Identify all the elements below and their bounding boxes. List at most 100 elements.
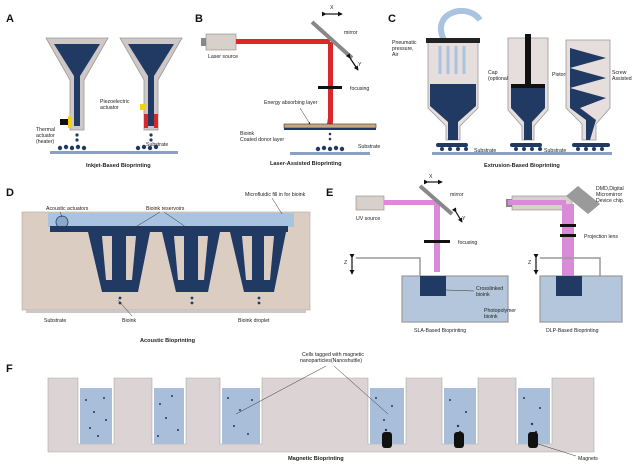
- substrate-c1-label: Substrate: [474, 148, 496, 154]
- syringe-piston: [507, 34, 549, 141]
- donor-layer: [283, 123, 377, 129]
- panel-b: B Laser source mirror X Y focusing Energ…: [195, 5, 380, 167]
- svg-text:Y: Y: [462, 216, 466, 222]
- panel-d-letter: D: [6, 187, 14, 199]
- panel-a-letter: A: [6, 13, 14, 25]
- panel-f-letter: F: [6, 363, 13, 375]
- laser-droplets: [315, 132, 345, 152]
- substrate-d: [26, 310, 306, 313]
- piston-label: Piston: [552, 72, 567, 78]
- svg-text:Crosslinked: Crosslinked: [476, 286, 503, 292]
- dlp-beam-vertical: [562, 204, 574, 276]
- crosslinked-label: Crosslinked bioink: [476, 286, 503, 298]
- projection-lens-label: Projection lens: [584, 234, 618, 240]
- panel-a-caption: Inkjet-Based Bioprinting: [86, 163, 151, 169]
- sla-vat: [401, 275, 509, 323]
- piezo-actuator-icon: [144, 114, 148, 128]
- bioink-reservoirs: [88, 232, 286, 292]
- screw-icon: [570, 48, 606, 140]
- air-tube: [438, 8, 483, 42]
- svg-text:Screw: Screw: [612, 70, 627, 76]
- svg-text:Y: Y: [358, 62, 362, 68]
- acoustic-droplets: [118, 296, 261, 305]
- bioink-droplet-label: Bioink droplet: [238, 318, 270, 324]
- bioink-label-b: Bioink Coated donor layer: [240, 131, 284, 143]
- panel-c: C Pneumatic pressure, Air Cap (optional)…: [388, 8, 632, 169]
- uv-beam-horizontal: [384, 200, 438, 205]
- panel-b-letter: B: [195, 13, 203, 25]
- panel-c-letter: C: [388, 13, 396, 25]
- svg-text:bioink: bioink: [484, 314, 498, 320]
- reservoir-cores: [102, 236, 274, 280]
- laser-source-label: Laser source: [208, 54, 238, 60]
- focusing-b-label: focusing: [350, 86, 369, 92]
- panel-a: A Thermal actuator (heater) Piezoelectri…: [6, 13, 183, 169]
- panel-b-caption: Laser-Assisted Bioprinting: [270, 161, 342, 167]
- substrate-b-label: Substrate: [358, 144, 380, 150]
- svg-text:nanoparticles(Nanoshuttle): nanoparticles(Nanoshuttle): [300, 358, 362, 364]
- mirror-e-label: mirror: [450, 192, 464, 198]
- focusing-lens-b: [318, 86, 342, 89]
- dmd-chip-icon: [566, 186, 600, 214]
- svg-text:Cap: Cap: [488, 70, 498, 76]
- svg-text:Z: Z: [528, 260, 531, 266]
- panel-d-caption: Acoustic Bioprinting: [140, 338, 196, 344]
- svg-text:(heater): (heater): [36, 139, 54, 145]
- substrate-a-label: Substrate: [146, 142, 168, 148]
- svg-text:Photopolymer: Photopolymer: [484, 308, 516, 314]
- panel-e-caption-sla: SLA-Based Bioprinting: [414, 328, 466, 334]
- mirror-b-label: mirror: [344, 30, 358, 36]
- inkjet-head-thermal: [45, 37, 109, 131]
- extruded-strands: [436, 143, 610, 151]
- focusing-lens-e: [424, 240, 450, 243]
- svg-text:Coated donor layer: Coated donor layer: [240, 137, 284, 143]
- substrate-c: [432, 152, 612, 155]
- magnets-label: Magnets: [578, 456, 598, 462]
- focusing-e-label: focusing: [458, 240, 477, 246]
- svg-text:pressure,: pressure,: [392, 46, 414, 52]
- pneumatic-label: Pneumatic pressure, Air: [392, 40, 417, 58]
- dlp-crosslinked: [556, 276, 582, 296]
- acoustic-actuators-label: Acoustic actuators: [46, 206, 89, 212]
- microfluidic-channel: [48, 213, 294, 227]
- substrate-d-label: Substrate: [44, 318, 66, 324]
- thermal-actuator-label: Thermal actuator (heater): [36, 127, 55, 145]
- svg-text:(optional): (optional): [488, 76, 510, 82]
- syringe-screw: [565, 39, 611, 141]
- mirror-e: [418, 184, 454, 216]
- panel-c-caption: Extrusion-Based Bioprinting: [484, 163, 560, 169]
- svg-text:Pneumatic: Pneumatic: [392, 40, 417, 46]
- uv-source-label: UV source: [356, 216, 380, 222]
- svg-text:Device chip.: Device chip.: [596, 198, 624, 204]
- svg-text:bioink: bioink: [476, 292, 490, 298]
- inkjet-head-piezo: [119, 37, 183, 131]
- svg-text:actuator: actuator: [36, 133, 55, 139]
- bioink-d-label: Bioink: [122, 318, 137, 324]
- svg-text:Assisted: Assisted: [612, 76, 632, 82]
- panel-d: D Acoustic actuators Bioink reservoirs M…: [6, 187, 311, 344]
- panel-f: F Cells tagged with magnetic nanoparticl…: [6, 352, 598, 462]
- svg-text:X: X: [429, 174, 433, 180]
- substrate-a: [50, 151, 178, 154]
- thermal-actuator-icon: [68, 116, 72, 128]
- piezo-actuator-label: Piezoelectric actuator: [100, 99, 130, 111]
- panel-e-caption-dlp: DLP-Based Bioprinting: [546, 328, 599, 334]
- cells-label: Cells tagged with magnetic nanoparticles…: [300, 352, 364, 364]
- panel-f-caption: Magnetic Bioprinting: [288, 456, 344, 462]
- svg-text:X: X: [330, 5, 334, 11]
- svg-text:DMD,Digital: DMD,Digital: [596, 186, 624, 192]
- uv-source-box: [355, 195, 385, 211]
- projection-lens: [560, 234, 576, 237]
- energy-layer-label: Energy absorbing layer: [264, 100, 318, 106]
- dmd-label: DMD,Digital Micromirror Device chip.: [596, 186, 624, 204]
- panel-e: E UV source mirror X Y focusing Z Crossl…: [326, 174, 624, 334]
- laser-beam-vertical: [328, 42, 333, 122]
- substrate-c2-label: Substrate: [544, 148, 566, 154]
- bioink-reservoirs-label: Bioink reservoirs: [146, 206, 185, 212]
- svg-text:Piezoelectric: Piezoelectric: [100, 99, 130, 105]
- svg-text:Z: Z: [344, 260, 347, 266]
- piston-icon: [525, 34, 531, 86]
- svg-text:Air: Air: [392, 52, 399, 58]
- inkjet-droplets: [57, 133, 159, 151]
